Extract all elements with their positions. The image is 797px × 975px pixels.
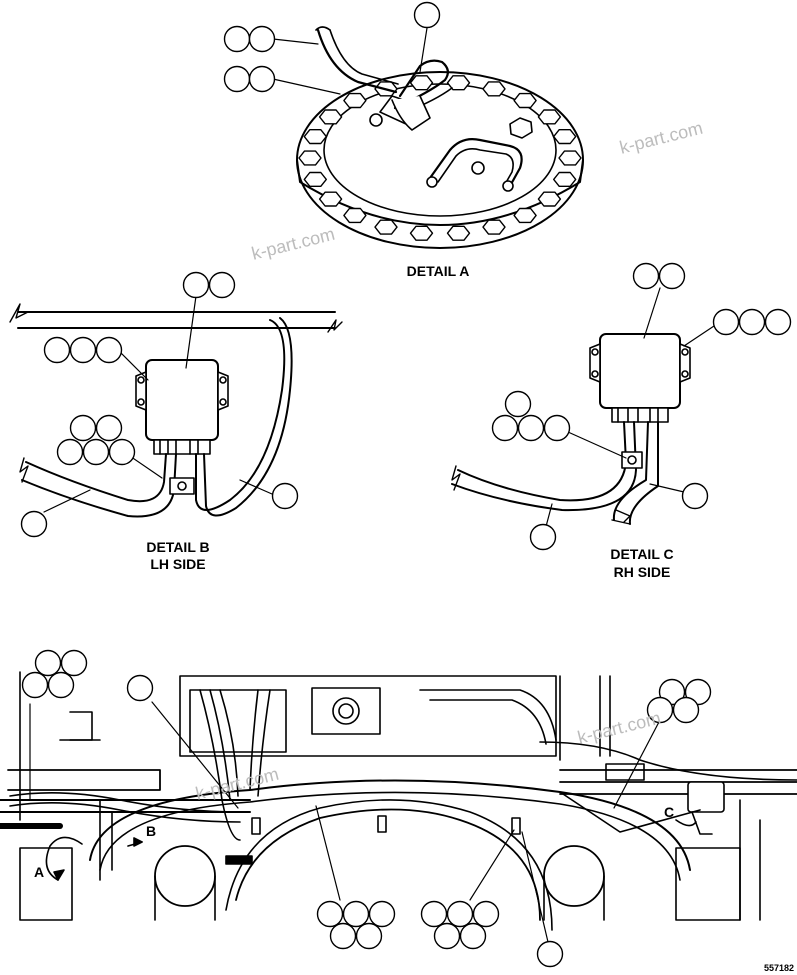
reference-callout-circle [34, 649, 62, 677]
reference-callout-circle [355, 922, 383, 950]
reference-callout-circle [517, 414, 545, 442]
flange-bolt [482, 81, 506, 97]
detail-b-assembly [9, 303, 343, 518]
reference-callout-circle [248, 65, 276, 93]
reference-callout-circle [316, 900, 344, 928]
reference-callout-circle [43, 336, 71, 364]
detail-a-leaders [272, 27, 428, 95]
reference-callout-circle [126, 674, 154, 702]
reference-callout-circle [632, 262, 660, 290]
detail-c-caption: DETAIL C [610, 546, 674, 562]
reference-callout-circle [712, 308, 740, 336]
detail-c-leaders [543, 287, 715, 535]
reference-callout-circle [491, 414, 519, 442]
flange-bolt [409, 75, 434, 91]
reference-callout-circle [672, 696, 700, 724]
reference-callout-circle [95, 414, 123, 442]
reference-callout-circle [738, 308, 766, 336]
flange-bolt [298, 150, 322, 166]
flange-bolt [553, 171, 577, 188]
flange-bolt [553, 128, 577, 145]
reference-callout-circle [368, 900, 396, 928]
flange-bolt [303, 171, 327, 188]
detail-b-caption: DETAIL B [146, 539, 210, 555]
drawing-reference-number: 557182 [764, 963, 795, 973]
reference-callout-circle [60, 649, 88, 677]
reference-callout-circle [420, 900, 448, 928]
reference-callout-circle [82, 438, 110, 466]
reference-callout-circle [459, 922, 487, 950]
reference-callout-circle [764, 308, 792, 336]
reference-callout-circle [69, 336, 97, 364]
reference-callout-circle [433, 922, 461, 950]
reference-callout-circle [543, 414, 571, 442]
flange-bolt [513, 92, 537, 109]
flange-bolts [298, 75, 582, 241]
reference-callout-circle [208, 271, 236, 299]
overall-view [0, 671, 797, 931]
flange-bolt [374, 219, 398, 235]
reference-callout-circle [95, 336, 123, 364]
reference-callout-circle [681, 482, 709, 510]
flange-bolt [446, 225, 471, 241]
reference-callout-circle [21, 671, 49, 699]
view-letter-b: B [145, 823, 157, 839]
reference-callout-circle [472, 900, 500, 928]
flange-bolt [537, 191, 562, 207]
reference-callout-circle [223, 25, 251, 53]
reference-callout-circle [108, 438, 136, 466]
flange-bolt [343, 207, 367, 224]
flange-bolt [303, 128, 327, 145]
reference-callout-circle [342, 900, 370, 928]
flange-bolt [409, 225, 434, 241]
flange-bolt [537, 109, 562, 125]
reference-callout-circle [504, 390, 532, 418]
reference-callout-circle [248, 25, 276, 53]
reference-callout-circle [182, 271, 210, 299]
detail-c-assembly [451, 333, 691, 525]
reference-callout-circle [271, 482, 299, 510]
flange-bolt [558, 150, 582, 166]
detail-b-side: LH SIDE [150, 556, 206, 572]
reference-callout-circle [413, 1, 441, 29]
detail-a-flange [296, 26, 584, 249]
reference-callout-circle [69, 414, 97, 442]
reference-callout-circle [47, 671, 75, 699]
reference-callout-circle [446, 900, 474, 928]
reference-callout-circle [56, 438, 84, 466]
reference-callout-circle [529, 523, 557, 551]
reference-circles [20, 1, 792, 968]
flange-bolt [446, 75, 471, 91]
reference-callout-circle [646, 696, 674, 724]
flange-bolt [482, 219, 506, 235]
reference-callout-circle [658, 262, 686, 290]
detail-a-caption: DETAIL A [406, 263, 470, 279]
reference-callout-circle [223, 65, 251, 93]
reference-callout-circle [20, 510, 48, 538]
reference-callout-circle [536, 940, 564, 968]
view-letter-c: C [663, 804, 675, 820]
flange-bolt [318, 191, 343, 207]
overall-leaders [29, 701, 661, 943]
view-letter-a: A [33, 864, 45, 880]
reference-callout-circle [329, 922, 357, 950]
flange-bolt [318, 109, 343, 125]
flange-bolt [343, 92, 367, 109]
detail-c-side: RH SIDE [613, 564, 671, 580]
flange-bolt [513, 207, 537, 224]
